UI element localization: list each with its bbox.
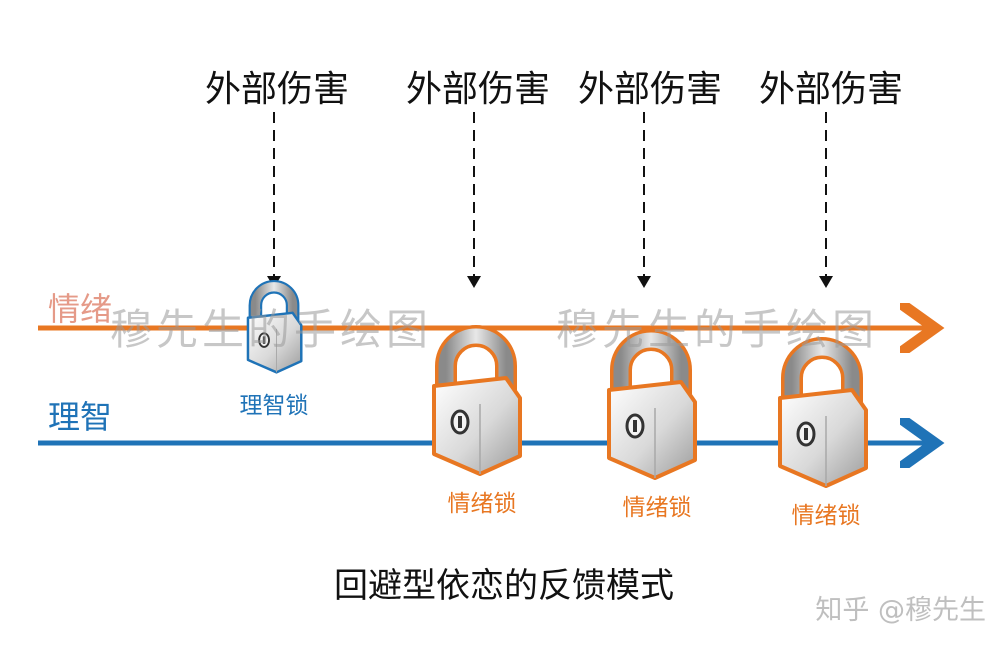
external-harm-label-4: 外部伤害 [758,69,903,110]
emotion-line-label: 情绪 [48,290,113,328]
external-harm-label-1: 外部伤害 [204,69,349,110]
watermark-left: 穆先生的手绘图 [110,305,433,354]
emotion-lock-label-3: 情绪锁 [791,503,861,529]
reason-lock-icon-1 [246,280,303,374]
impact-arrow-1 [267,112,281,288]
impact-arrow-4 [819,112,833,288]
watermark-right: 穆先生的手绘图 [556,305,879,354]
emotion-lock-icon-2 [432,325,522,476]
external-harm-label-2: 外部伤害 [405,69,550,110]
emotion-lock-label-2: 情绪锁 [622,495,692,521]
impact-arrow-2 [467,112,481,288]
emotion-lock-icon-3 [607,329,697,480]
reason-line-label: 理智 [48,398,113,436]
external-harm-label-3: 外部伤害 [577,69,722,110]
emotion-lock-label-1: 情绪锁 [447,491,517,517]
locks-group [246,280,868,488]
impact-arrows [267,112,833,288]
reason-lock-label: 理智锁 [239,393,309,419]
impact-arrow-3 [637,112,651,288]
zhihu-brand-watermark: 知乎 @穆先生 [815,595,986,626]
emotion-lock-icon-4 [778,337,868,488]
diagram-caption: 回避型依恋的反馈模式 [334,566,674,606]
